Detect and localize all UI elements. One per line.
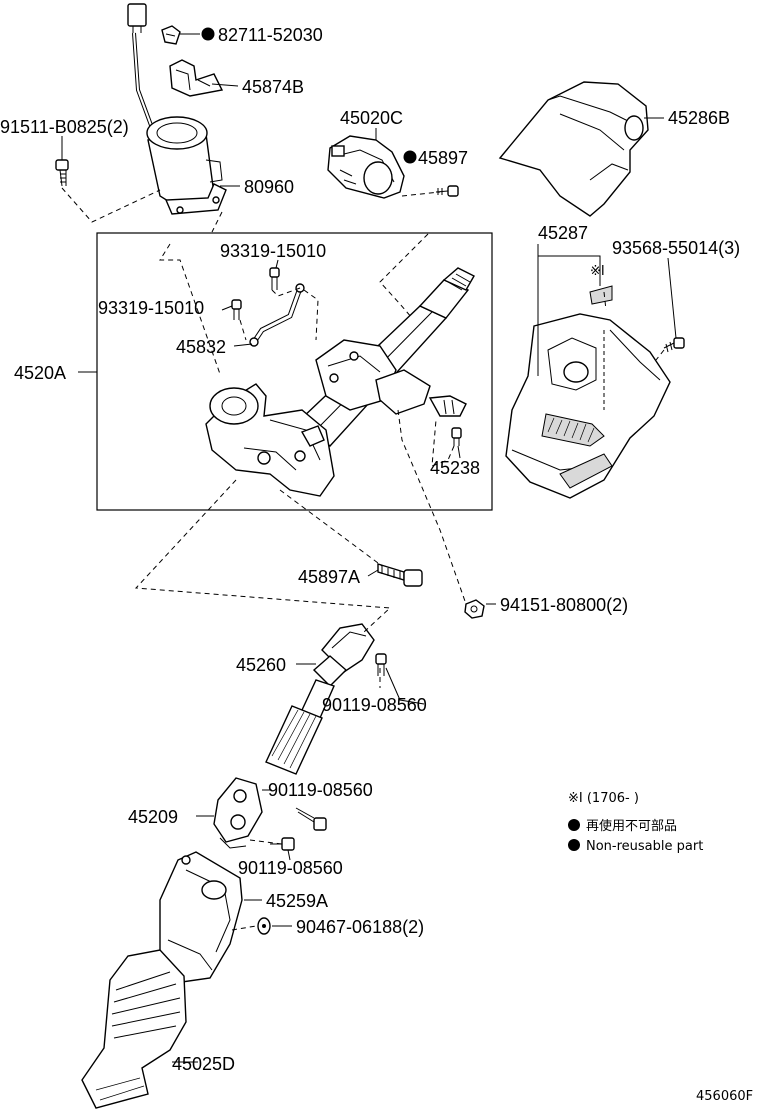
legend-non-reusable-jp: 再使用不可部品 [586,818,677,834]
label-82711: 82711-52030 [218,25,323,45]
sensor-45874B [169,59,224,97]
legend: ※I (1706- ) 再使用不可部品 Non-reusable part [568,791,703,854]
lock-housing-45020C [327,135,405,199]
wire-45832 [249,283,305,347]
leader-lines [61,33,677,1063]
boot-cover-45259A [159,851,243,983]
steering-column-body [205,267,475,497]
label-45025D: 45025D [172,1054,235,1074]
clip-82711 [161,25,181,45]
label-90119-c: 90119-08560 [238,858,343,878]
legend-non-reusable-en: Non-reusable part [586,839,703,854]
bolt-90119-b [295,807,327,831]
yoke-45209 [213,777,263,849]
bolt-45897 [435,185,459,197]
label-ref-mark: ※I [590,264,605,279]
screw-93568 [663,337,685,353]
nut-94151 [464,599,485,619]
label-45897A: 45897A [298,567,360,587]
label-80960: 80960 [244,177,294,197]
label-90119-a: 90119-08560 [322,695,427,715]
label-45260: 45260 [236,655,286,675]
bolt-90119-a [375,653,387,676]
label-45209: 45209 [128,807,178,827]
label-91511: 91511-B0825(2) [0,117,129,137]
boot-45025D [81,949,187,1109]
label-45286B: 45286B [668,108,730,128]
label-45020C: 45020C [340,108,403,128]
label-sticker [589,285,613,305]
bolt-45238 [451,427,462,446]
intermediate-shaft-45260 [265,623,375,775]
label-94151: 94151-80800(2) [500,595,628,615]
motor-wire-connector [127,3,154,129]
label-45287: 45287 [538,223,588,243]
label-45259A: 45259A [266,891,328,911]
legend-date-note: ※I (1706- ) [568,791,639,806]
washer-90467 [257,917,271,935]
label-90467: 90467-06188(2) [296,917,424,937]
label-4520A: 4520A [14,363,66,383]
label-45897: 45897 [418,148,468,168]
label-93568: 93568-55014(3) [612,238,740,258]
label-90119-b: 90119-08560 [268,780,373,800]
bolt-91511 [55,159,69,187]
upper-cover-45286B [498,81,649,217]
label-93319-upper: 93319-15010 [220,241,326,261]
label-45832: 45832 [176,337,226,357]
label-45874B: 45874B [242,77,304,97]
label-45238: 45238 [430,458,480,478]
motor-80960 [146,116,227,215]
legend-dot-jp [568,819,580,831]
dashed-lines [61,187,665,931]
figure-id: 456060F [696,1089,753,1104]
legend-dot-en [568,839,580,851]
non-reusable-dot-45897 [403,150,417,164]
bolt-93319-lower [231,299,242,320]
bolt-45897A [377,563,423,587]
lower-cover-45287 [505,313,671,499]
bolt-93319-upper [269,267,280,290]
non-reusable-dot-82711 [201,27,215,41]
bolt-90119-c [270,837,295,851]
label-93319-lower: 93319-15010 [98,298,204,318]
